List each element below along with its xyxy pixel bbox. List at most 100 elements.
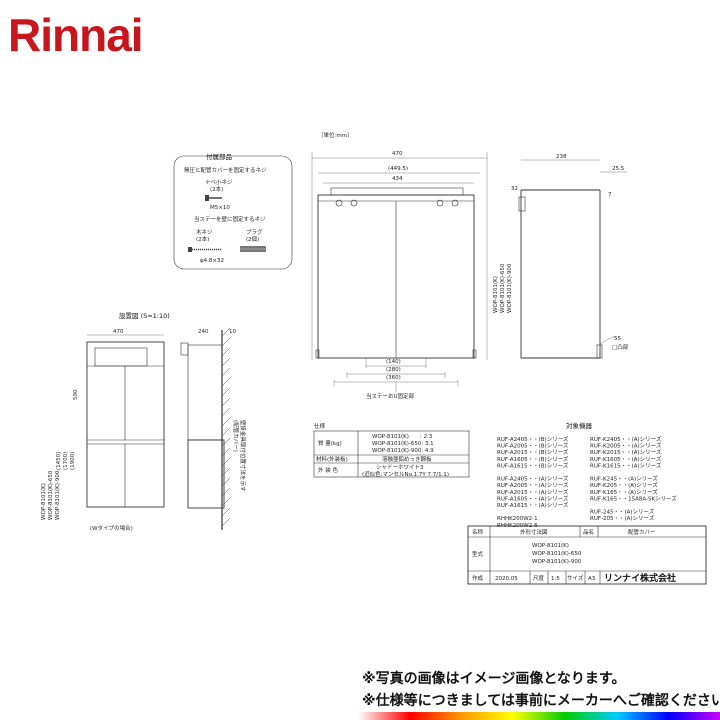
tb-model-1: WOP-8101(K) <box>532 543 569 549</box>
col1-item: RUF-A1615・・(A)シリーズ <box>497 501 569 509</box>
side-dim-32: 32 <box>511 186 518 192</box>
install-h-label-3: WOP-8101(K)-900 <box>55 470 61 520</box>
tb-model-3: WOP-8101(K)-900 <box>532 559 582 565</box>
target-devices: 対象機器 RUF-A2405・・(B)シリーズRUF-A2005・・(B)シリー… <box>497 421 677 529</box>
accessories-line1: 無圧と配管カバーを固定するネジ <box>184 166 267 174</box>
accessories-title: 付属部品 <box>206 152 232 161</box>
tb-scale: 1:5 <box>551 576 560 582</box>
install-dim-h2: (1700) <box>63 452 69 470</box>
targets-col1: RUF-A2405・・(B)シリーズRUF-A2005・・(B)シリーズRUF-… <box>497 435 569 529</box>
install-h-label-1: WOP-8101(K) <box>41 483 47 520</box>
tb-date: 2020.05 <box>495 576 518 582</box>
side-dim-238: 238 <box>556 154 567 160</box>
install-h-label-2: WOP-8101(K)-650 <box>48 470 54 520</box>
front-height-label-3: WOP-8101(K)-900 <box>507 263 513 313</box>
front-dim-434: 434 <box>392 176 403 182</box>
col1-item: RUF-A2405・・(B)シリーズ <box>497 435 569 443</box>
mount-hole-4 <box>451 199 459 207</box>
accessories-box: 付属部品 無圧と配管カバーを固定するネジ ナベ小ネジ (2本) M5×10 当ス… <box>173 152 293 270</box>
col1-item: RUF-A2005・・(B)シリーズ <box>497 442 569 450</box>
install-title: 設置図 (S=1:10) <box>119 311 170 320</box>
col1-item: RUF-A1605・・(B)シリーズ <box>497 455 569 463</box>
install-dim-h1: (1450) <box>56 452 62 470</box>
screw2-name: 木ネジ <box>196 228 213 236</box>
front-dim-280: (280) <box>386 367 401 373</box>
col2-item: RUF-K1615・・(A)シリーズ <box>590 461 662 469</box>
front-dim-360: (360) <box>386 375 401 381</box>
tb-name-label: 名称 <box>472 528 484 536</box>
tb-company: リンナイ株式会社 <box>604 572 676 584</box>
spec-weight-1: WOP-8101(K) : 2.3 <box>372 434 433 440</box>
install-dim-470: 470 <box>113 329 124 335</box>
col1-item: RUF-A2005・・(A)シリーズ <box>497 481 569 489</box>
col1-item: RUF-A1615・・(B)シリーズ <box>497 461 569 469</box>
spec-weight-3: WOP-8101(K)-900: 4.9 <box>372 448 434 454</box>
mount-hole-2 <box>350 199 358 207</box>
tb-name-value: 外形寸法図 <box>520 528 548 536</box>
note-spec: ※仕様等につきましては事前にメーカーへご確認ください。 <box>362 693 720 709</box>
plug-icon <box>240 246 266 252</box>
installation-view: 設置図 (S=1:10) 470 240 10 590 (1450) (1700… <box>41 311 247 532</box>
tb-part-value: 配管カバー <box>628 528 656 536</box>
col2-item: RUF-K1605・・(A)シリーズ <box>590 455 662 463</box>
spec-weight-label: 質 量(kg) <box>318 439 342 447</box>
wall-hatch <box>221 327 231 527</box>
install-dim-240: 240 <box>198 329 209 335</box>
col1-item: RUF-A2015・・(A)シリーズ <box>497 488 569 496</box>
front-dim-140: (140) <box>386 359 401 365</box>
install-dim-h3: (1900) <box>70 452 76 470</box>
plug-name: プラグ <box>246 228 263 236</box>
col2-item: RUF-K245・・(A)シリーズ <box>590 475 658 483</box>
screw2-size: φ4.8×32 <box>200 258 224 264</box>
mount-hole-3 <box>436 199 444 207</box>
tb-model-2: WOP-8101(K)-650 <box>532 551 582 557</box>
col1-item: RUF-A2405・・(A)シリーズ <box>497 475 569 483</box>
mount-hole-1 <box>335 199 343 207</box>
screw1-qty: (2本) <box>210 185 223 193</box>
side-dim-7: 7 <box>608 192 612 198</box>
install-footnote: (Wタイプの場合) <box>90 524 133 532</box>
spec-weight-2: WOP-8101(K)-650: 3.1 <box>372 441 434 447</box>
col1-item: RUF-A2015・・(B)シリーズ <box>497 448 569 456</box>
col2-item: RUF-K205・・(A)シリーズ <box>590 481 658 489</box>
spec-material-label: 材料(外装板) <box>316 455 348 463</box>
col2-item: RUF-205・・(A)シリーズ <box>590 514 655 522</box>
stay-label: 当ステーおU固定部 <box>366 392 415 400</box>
col1-item: RHHK200W2-1 <box>497 516 538 522</box>
side-dim-25: 25.5 <box>612 166 625 172</box>
title-block: 名称 外形寸法図 品名 配管カバー 型式 WOP-8101(K) WOP-810… <box>467 525 707 585</box>
side-view: 238 25.5 32 7 55 □凸部 <box>511 154 629 359</box>
rinnai-logo: Rinnai <box>8 9 144 61</box>
side-label-55: □凸部 <box>612 343 629 351</box>
spec-color-1: シャドーホワイト3 <box>376 464 424 471</box>
front-height-label-1: WOP-8101(K) <box>493 276 499 313</box>
screw1-size: M5×10 <box>210 205 230 211</box>
note-image: ※写真の画像はイメージ画像となります。 <box>362 671 626 687</box>
accessories-line2: 当ステーを壁に固定するネジ <box>194 215 266 223</box>
col2-item: RUF-K2005・・(A)シリーズ <box>590 442 662 450</box>
targets-title: 対象機器 <box>566 421 593 430</box>
tb-size-label: サイズ <box>567 574 584 582</box>
wall-label: 壁掛金具取付位置寸法を示す <box>239 420 247 492</box>
tb-scale-label: 尺度 <box>533 574 545 582</box>
col2-item: RUF-245・・(A)シリーズ <box>590 508 655 516</box>
tb-date-label: 作成 <box>472 574 484 582</box>
col2-item: RUF-K165・・(A)シリーズ <box>590 488 658 496</box>
col2-item: RUF-K2405・・(A)シリーズ <box>590 435 662 443</box>
rainbow-bar <box>358 712 720 720</box>
col2-item: RUF-K165・・15A8A-SKシリーズ <box>590 494 677 502</box>
front-dim-470: 470 <box>392 151 403 157</box>
side-dim-55: 55 <box>614 336 621 342</box>
front-dim-449: (449.5) <box>388 166 408 172</box>
screw1-name: ナベ小ネジ <box>205 178 233 186</box>
front-height-label-2: WOP-8101(K)-650 <box>500 263 506 313</box>
spec-color-2: (近似色:マンセルNo.1.7Y 7.7/1.1) <box>362 470 449 478</box>
unit-label: ［単位:mm］ <box>318 131 353 139</box>
tb-part-label: 品名 <box>583 528 594 536</box>
install-v-label: (配管カバー) <box>232 420 240 452</box>
tb-size: A3 <box>588 576 596 582</box>
spec-color-label: 外 装 色 <box>318 466 338 474</box>
install-dim-590: 590 <box>73 389 79 400</box>
